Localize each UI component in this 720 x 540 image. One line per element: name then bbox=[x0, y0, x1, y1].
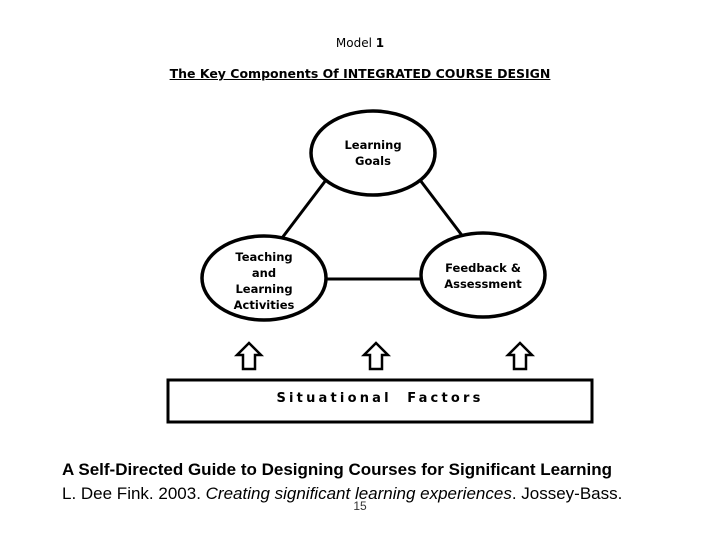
teaching-activities-node bbox=[200, 234, 328, 322]
connector-goals-teaching bbox=[280, 179, 328, 239]
situational-factors-box bbox=[166, 378, 594, 424]
teaching-activities-label: Teaching and Learning Activities bbox=[233, 250, 295, 312]
citation-prefix: L. Dee Fink. 2003. bbox=[62, 484, 206, 503]
citation-suffix: . Jossey-Bass. bbox=[511, 484, 623, 503]
diagram-title: The Key Components Of INTEGRATED COURSE … bbox=[169, 66, 551, 81]
guide-title: A Self-Directed Guide to Designing Cours… bbox=[62, 460, 613, 479]
model-label-prefix: Model bbox=[335, 36, 376, 50]
feedback-assessment-label: Feedback & Assessment bbox=[444, 261, 522, 291]
model-label: Model 1 bbox=[0, 36, 720, 50]
model-number: 1 bbox=[375, 36, 385, 50]
citation: L. Dee Fink. 2003. Creating significant … bbox=[62, 484, 622, 504]
connector-goals-feedback bbox=[418, 179, 466, 239]
up-arrow-icon bbox=[360, 341, 392, 371]
situational-factors-label: Situational Factors bbox=[276, 391, 484, 406]
page-number: 15 bbox=[353, 499, 367, 513]
citation-book-title: Creating significant learning experience… bbox=[205, 484, 512, 503]
learning-goals-label: Learning Goals bbox=[344, 138, 402, 168]
learning-goals-node bbox=[309, 109, 437, 197]
up-arrow-icon bbox=[504, 341, 536, 371]
feedback-assessment-node bbox=[419, 231, 547, 319]
up-arrow-icon bbox=[233, 341, 265, 371]
